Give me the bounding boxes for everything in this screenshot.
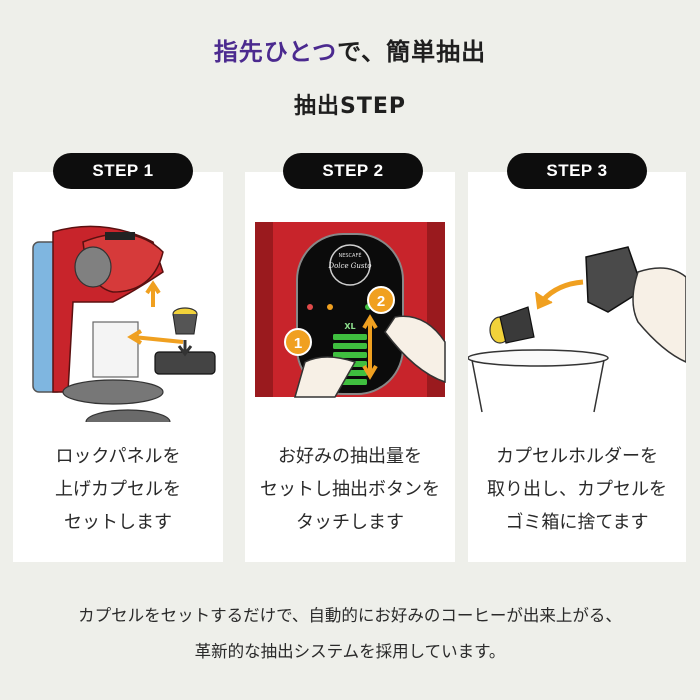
brand-top-text: NESCAFÉ [338,251,361,259]
step1-line-1: ロックパネルを [55,446,181,467]
arrow-up-icon [145,280,161,307]
marker-2-label: 2 [377,293,385,310]
level-label: XL [344,322,355,331]
headline: 指先ひとつで、簡単抽出 [0,32,700,67]
hand-left-shape [294,356,357,398]
step2-line-3: タッチします [296,512,404,533]
step3-line-2: 取り出し、カプセルを [487,479,667,500]
step2-description: お好みの抽出量を セットし抽出ボタンを タッチします [245,440,455,539]
headline-accent: 指先ひとつ [213,38,338,66]
footer-text: カプセルをセットするだけで、自動的にお好みのコーヒーが出来上がる、 革新的な抽出… [0,598,700,670]
step2-illustration: NESCAFÉ Dolce Gusto XL 2 1 [255,222,446,398]
step-badge-3: STEP 3 [507,153,647,189]
footer-line-2: 革新的な抽出システムを採用しています。 [194,642,506,661]
step-card-2: NESCAFÉ Dolce Gusto XL 2 1 お好みの抽出量を セットし… [245,172,455,562]
arrow-down-icon [177,340,193,357]
step-card-1: ロックパネルを 上げカプセルを セットします [13,172,223,562]
control-panel-shape [296,233,404,395]
step3-description: カプセルホルダーを 取り出し、カプセルを ゴミ箱に捨てます [468,440,686,539]
hand-shape [632,267,686,363]
step2-line-2: セットし抽出ボタンを [260,479,440,500]
step3-illustration [468,246,686,413]
headline-rest: で、簡単抽出 [337,38,487,66]
subheading: 抽出STEP [293,94,406,119]
hand-right-shape [384,315,446,384]
marker-1-label: 1 [294,335,302,352]
capsule-holder-shape [585,246,644,313]
trash-bin-shape [468,349,609,367]
step-card-3: カプセルホルダーを 取り出し、カプセルを ゴミ箱に捨てます [468,172,686,562]
arrow-left-icon [127,329,184,345]
step-badge-1: STEP 1 [53,153,193,189]
step1-line-2: 上げカプセルを [55,479,181,500]
glass-cup-shape [92,321,139,378]
step3-line-3: ゴミ箱に捨てます [505,512,649,533]
level-arrow-icon [362,314,378,380]
side-disc-shape [74,246,112,288]
step1-description: ロックパネルを 上げカプセルを セットします [13,440,223,539]
marker-2-icon [367,286,395,314]
brand-emblem [329,244,371,286]
step-badge-2: STEP 2 [283,153,423,189]
step1-illustration [32,225,216,422]
footer-line-1: カプセルをセットするだけで、自動的にお好みのコーヒーが出来上がる、 [78,606,622,625]
drip-tray-shape [62,379,164,405]
brand-main-text: Dolce Gusto [327,262,371,270]
display-shape [105,232,135,240]
step2-line-1: お好みの抽出量を [278,446,422,467]
marker-1-icon [284,328,312,356]
step3-line-1: カプセルホルダーを [496,446,658,467]
arrow-curve-icon [541,279,584,302]
step1-line-3: セットします [64,512,172,533]
